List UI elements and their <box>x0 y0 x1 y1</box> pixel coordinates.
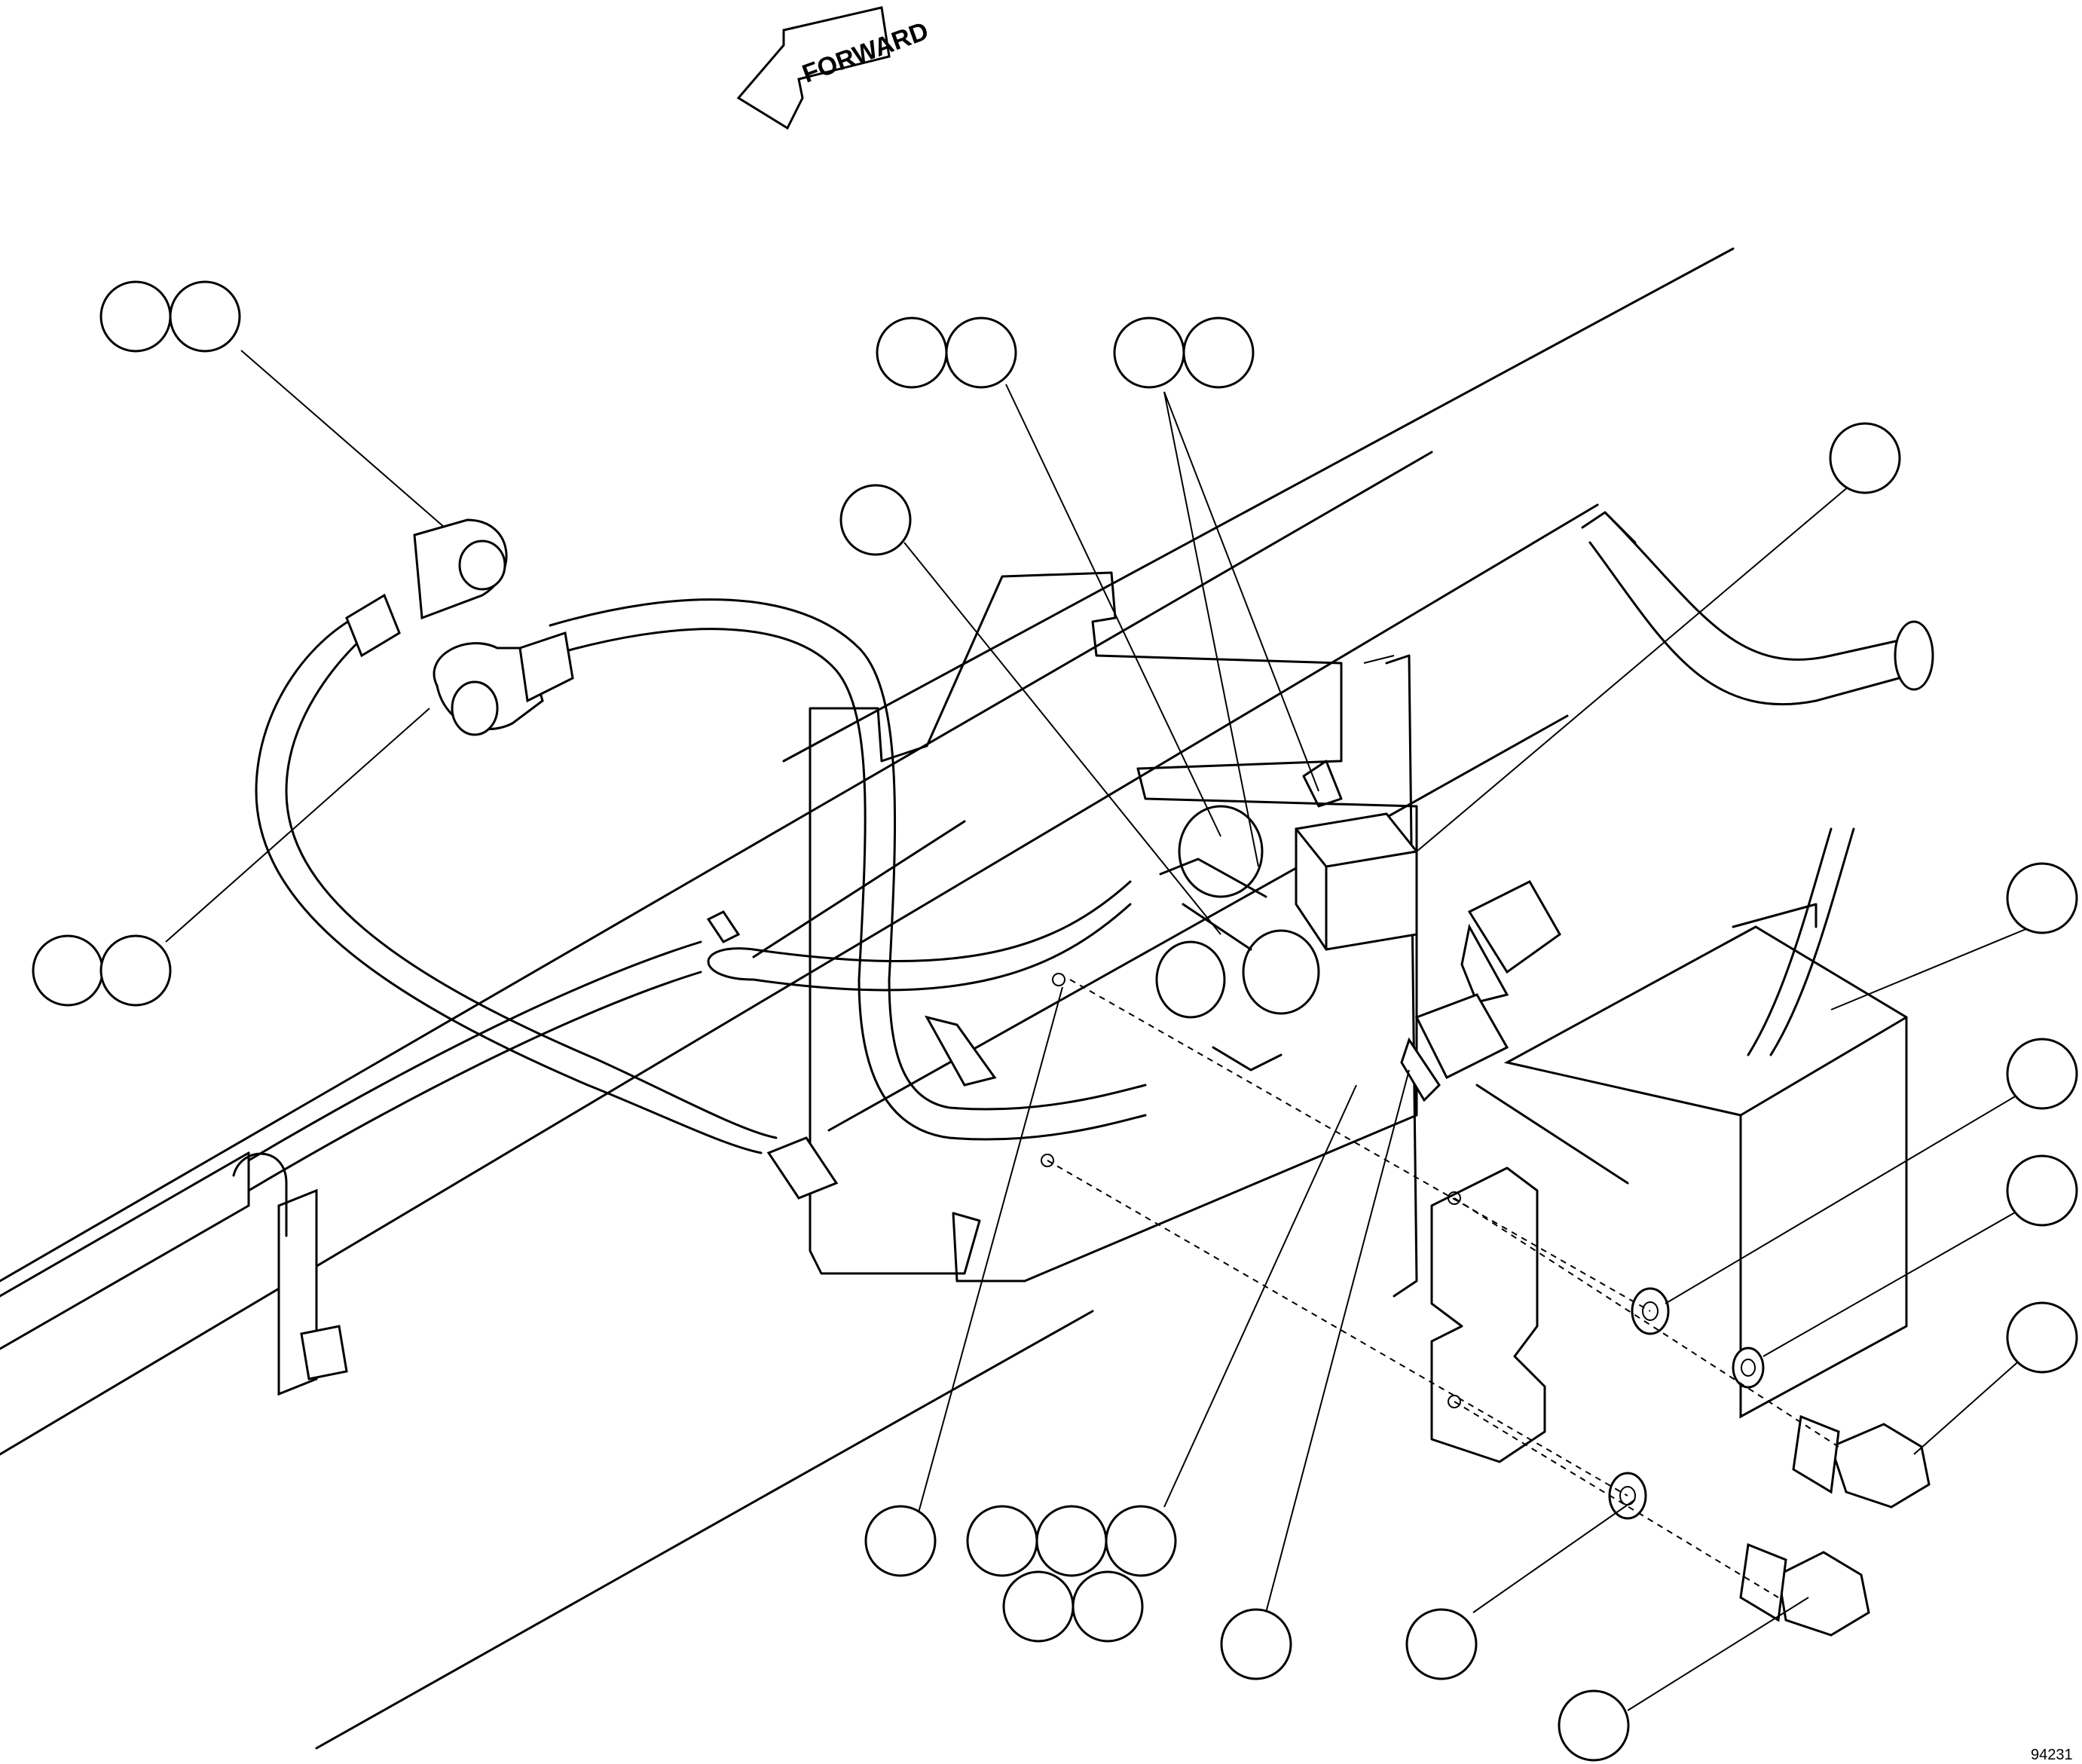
solenoid-assembly <box>1155 805 1320 1072</box>
control-module <box>1475 903 1908 1419</box>
relay-block <box>1295 760 1418 951</box>
callout-cable-terminal <box>839 484 912 556</box>
callout-grommet <box>864 1505 937 1577</box>
hoses <box>1581 511 1934 1056</box>
callout-washer-upper <box>2006 1038 2078 1110</box>
callout-relay-block <box>1829 422 1901 494</box>
callout-relay-left <box>876 316 1017 389</box>
hull-structure <box>0 247 1735 1750</box>
callout-screw-upper <box>2006 1301 2078 1374</box>
harness-connectors <box>1400 880 1561 1102</box>
callout-relay-right <box>1113 316 1255 389</box>
callout-harness-connector <box>1220 1608 1292 1680</box>
callout-fastener-cluster <box>966 1505 1177 1643</box>
callout-nut-upper <box>2006 1154 2078 1227</box>
cable-clamp-bracket <box>232 910 997 1396</box>
ring-terminals <box>345 518 574 736</box>
callout-battery-terminal <box>99 280 241 353</box>
fasteners <box>1608 1287 1931 1637</box>
callout-control-module <box>2006 862 2078 934</box>
figure-number: 94231 <box>2031 1747 2073 1763</box>
callout-screw-lower <box>1558 1689 1630 1762</box>
alignment-lines <box>1047 979 1839 1598</box>
forward-arrow: FORWARD <box>736 6 932 130</box>
callout-ring-terminal <box>32 934 172 1007</box>
battery-cables <box>247 598 1147 1192</box>
callout-washer-lower <box>1405 1608 1478 1680</box>
lower-bracket <box>1041 973 1546 1463</box>
leader-lines <box>165 350 2054 1711</box>
